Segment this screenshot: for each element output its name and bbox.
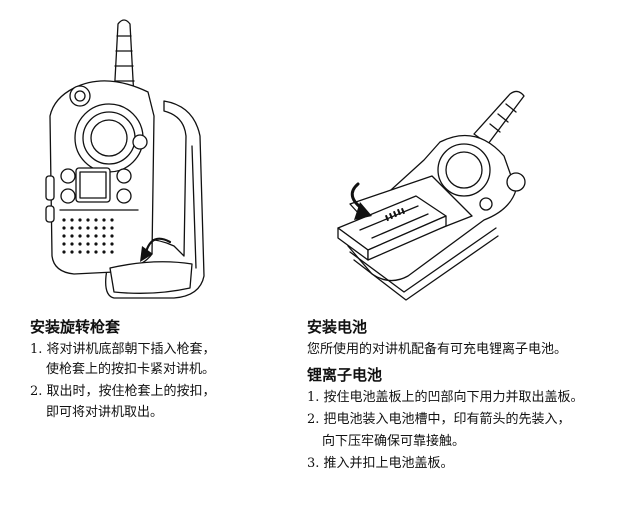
holster-step-2-line-2: 即可将对讲机取出。	[46, 405, 164, 420]
liion-step-2-line-2: 向下压牢确保可靠接触。	[322, 434, 466, 449]
battery-description: 您所使用的对讲机配备有可充电锂离子电池。	[307, 342, 568, 357]
battery-install-drawing	[337, 90, 526, 301]
battery-section-title: 安装电池	[307, 318, 368, 336]
holster-section-title: 安装旋转枪套	[30, 318, 121, 336]
liion-step-2-line-1: 2. 把电池装入电池槽中，印有箭头的先装入，	[307, 412, 571, 427]
liion-step-1-line-1: 1. 按住电池盖板上的凹部向下用力并取出盖板。	[307, 390, 584, 405]
radio-in-holster-drawing	[45, 19, 205, 299]
holster-step-1-line-2: 使枪套上的按扣卡紧对讲机。	[46, 362, 216, 377]
holster-step-1-line-1: 1. 将对讲机底部朝下插入枪套，	[30, 342, 216, 357]
liion-section-title: 锂离子电池	[307, 366, 383, 384]
liion-step-3-line-1: 3. 推入并扣上电池盖板。	[307, 456, 454, 471]
holster-step-2-line-1: 2. 取出时，按住枪套上的按扣，	[30, 384, 216, 399]
battery-illustration	[320, 78, 558, 308]
holster-illustration	[14, 6, 250, 306]
